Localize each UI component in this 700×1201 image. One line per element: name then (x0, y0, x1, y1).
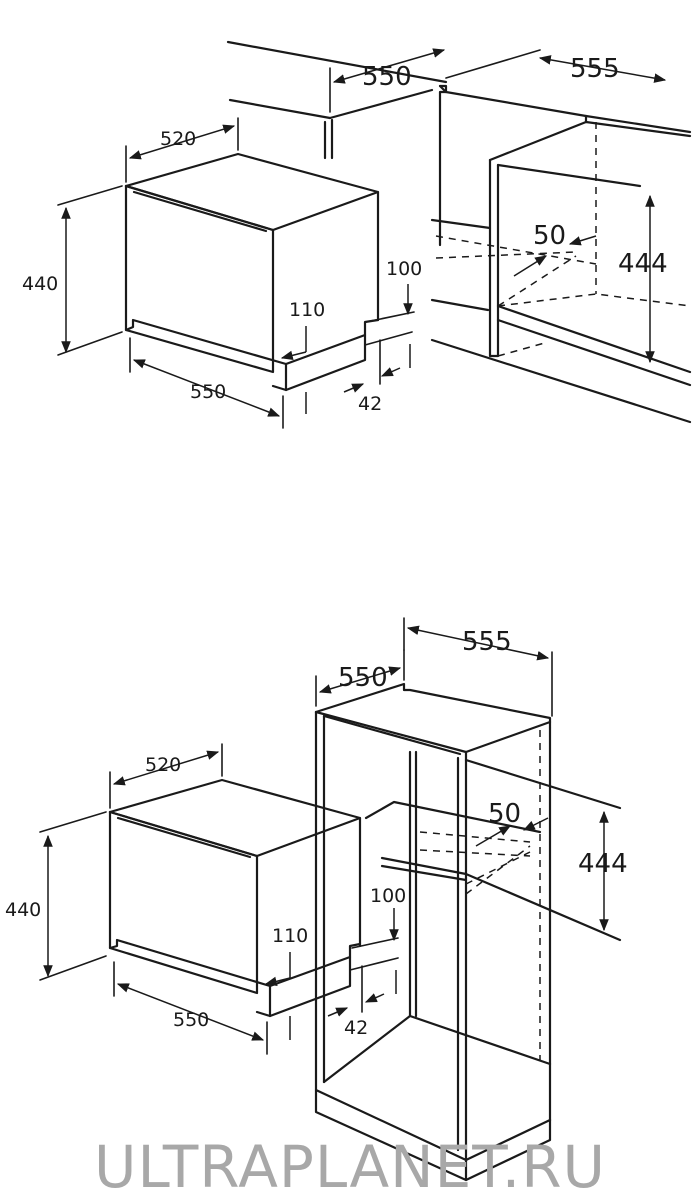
bottom-dim-height-label: 440 (5, 899, 41, 921)
bottom-dim-vent-depth: 50 (475, 799, 549, 847)
bottom-dim-depth: 550 (113, 961, 268, 1055)
top-dim-bottom-clearance-label: 100 (386, 258, 422, 280)
top-dim-niche-width-label: 550 (362, 62, 412, 92)
bottom-dim-base-offset-label: 42 (344, 1017, 368, 1039)
top-dim-niche-width: 550 (329, 48, 446, 113)
bottom-dim-niche-width: 550 (315, 649, 405, 707)
top-appliance (124, 152, 380, 392)
bottom-dim-vent-depth-label: 50 (488, 799, 521, 829)
top-dim-niche-height-label: 444 (618, 249, 668, 279)
top-dim-depth: 550 (129, 337, 284, 429)
bottom-dim-bottom-clearance: 100 (351, 885, 406, 949)
top-dim-niche-depth-label: 555 (570, 54, 620, 84)
top-dim-base-offset-label: 42 (358, 393, 382, 415)
top-dim-front-offset: 110 (280, 299, 325, 361)
bottom-dim-niche-width-label: 550 (338, 663, 388, 693)
bottom-dim-width-label: 520 (145, 754, 181, 776)
bottom-appliance (108, 778, 362, 1018)
top-dim-depth-label: 550 (190, 381, 226, 403)
top-dim-width-label: 520 (160, 128, 196, 150)
bottom-dim-bottom-clearance-label: 100 (370, 885, 406, 907)
top-dim-vent-depth-label: 50 (533, 221, 566, 251)
top-dim-height-label: 440 (22, 273, 58, 295)
bottom-dim-base-offset: 42 (289, 957, 399, 1040)
bottom-dim-width: 520 (109, 743, 223, 809)
bottom-dim-niche-height-label: 444 (578, 849, 628, 879)
top-niche (226, 40, 692, 424)
top-dim-width: 520 (125, 117, 239, 183)
top-dim-front-offset-label: 110 (289, 299, 325, 321)
bottom-dim-front-offset-label: 110 (272, 925, 308, 947)
bottom-diagram: 520 440 550 110 100 (5, 617, 628, 1182)
bottom-dim-niche-depth: 555 (403, 617, 553, 717)
watermark-text: ULTRAPLANET.RU (94, 1133, 606, 1201)
top-dim-niche-height: 444 (618, 194, 668, 364)
top-dim-base-offset: 42 (305, 331, 413, 415)
bottom-dim-depth-label: 550 (173, 1009, 209, 1031)
top-dim-vent-depth: 50 (513, 221, 597, 277)
top-dim-height: 440 (22, 185, 123, 356)
bottom-dim-front-offset: 110 (264, 925, 308, 987)
bottom-cabinet (314, 682, 622, 1182)
top-dim-bottom-clearance: 100 (365, 258, 422, 323)
top-diagram: 520 440 550 110 100 (22, 40, 692, 429)
top-dim-niche-depth: 555 (445, 49, 667, 84)
bottom-dim-height: 440 (5, 811, 107, 981)
bottom-dim-niche-height: 444 (578, 810, 628, 932)
bottom-dim-niche-depth-label: 555 (462, 627, 512, 657)
